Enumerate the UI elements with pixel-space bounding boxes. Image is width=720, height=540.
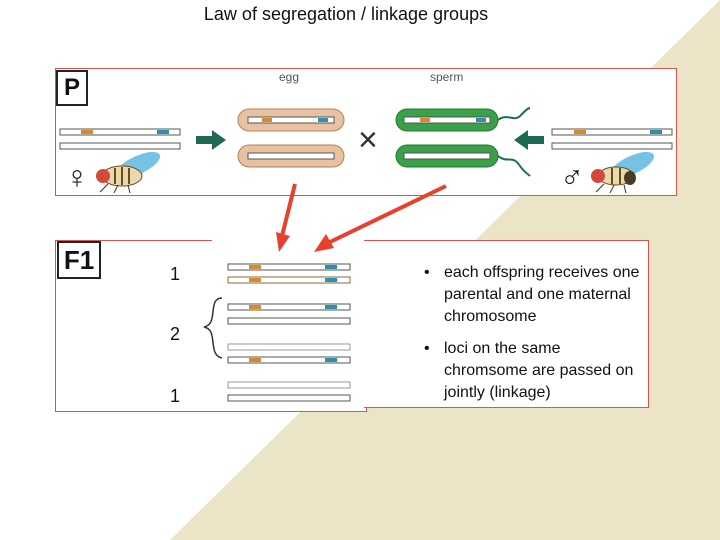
cross-symbol: ×	[358, 121, 378, 159]
sperm-gametes	[395, 107, 531, 177]
arrow-left-icon	[514, 130, 544, 150]
female-symbol: ♀	[65, 159, 89, 195]
note-item: loci on the same chromsome are passed on…	[418, 338, 646, 404]
sperm-label: sperm	[430, 70, 464, 84]
offspring-chromosome-pair	[227, 343, 351, 364]
fly-icon	[591, 151, 655, 194]
female-chromosome-pair	[59, 128, 181, 150]
offspring-chromosome-pair	[227, 381, 351, 402]
offspring-chromosome-pair	[227, 303, 351, 325]
fly-icon	[96, 151, 161, 194]
p-panel-label: P	[56, 70, 88, 106]
male-chromosome-pair	[551, 128, 673, 150]
ratio-heterozygous: 2	[170, 324, 181, 344]
ratio-homozygous-paternal: 1	[170, 386, 181, 406]
page-title: Law of segregation / linkage groups	[203, 4, 489, 24]
arrow-right-icon	[196, 130, 226, 150]
note-item: each offspring receives one parental and…	[418, 262, 646, 328]
egg-gametes	[237, 108, 345, 168]
notes-list: each offspring receives one parental and…	[418, 262, 646, 414]
f1-panel-label: F1	[57, 241, 101, 279]
male-symbol: ♂	[560, 159, 584, 195]
brace-icon	[203, 297, 223, 359]
offspring-chromosome-pair	[227, 263, 351, 284]
red-arrow-icon	[314, 184, 447, 252]
egg-label: egg	[279, 70, 300, 84]
red-arrow-icon	[276, 183, 297, 252]
ratio-homozygous-maternal: 1	[170, 264, 181, 284]
